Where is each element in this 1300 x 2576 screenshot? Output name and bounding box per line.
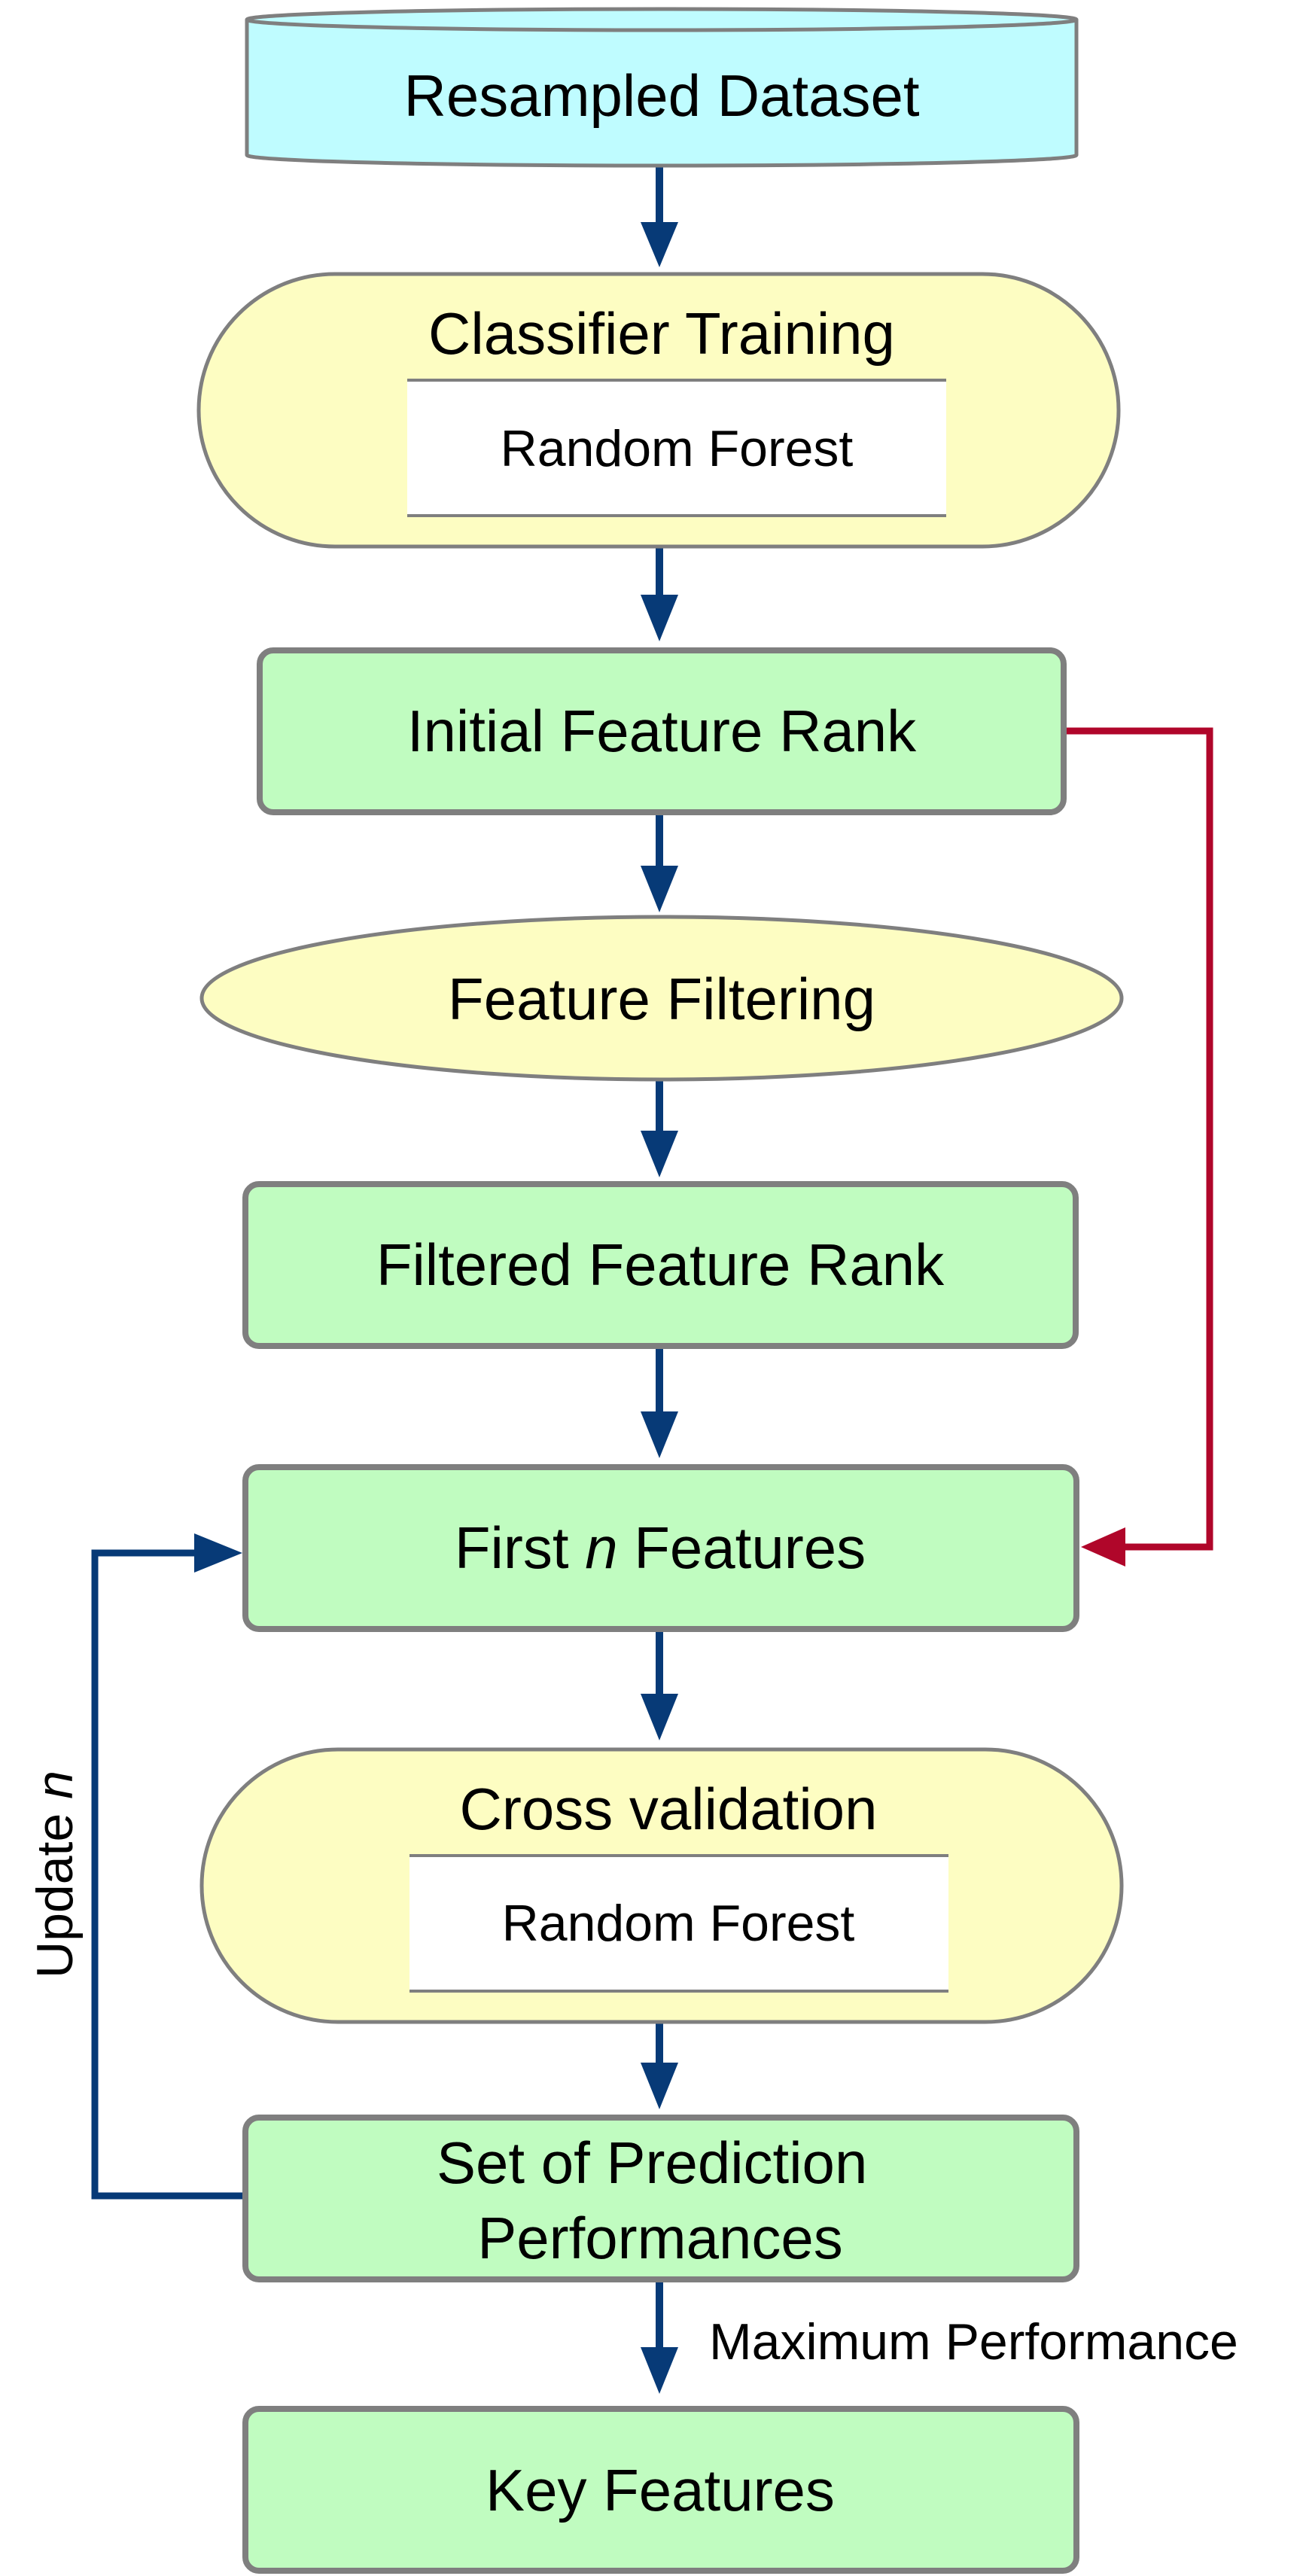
arrow-update-n-loop <box>91 1533 245 2200</box>
node-prediction-performances: Set of Prediction Performances <box>242 2115 1079 2282</box>
arrow-first-n-to-cross-validation <box>641 1630 678 1740</box>
arrow-performances-to-key-features <box>641 2281 678 2394</box>
edge-label-update-n: Update n <box>26 1771 84 1978</box>
arrow-filtered-rank-to-first-n <box>641 1347 678 1458</box>
node-cross-validation: Cross validation Random Forest <box>199 1747 1124 2024</box>
node-key-features: Key Features <box>242 2406 1079 2574</box>
node-first-n-features: First n Features <box>242 1464 1079 1632</box>
node-prediction-performances-label: Set of Prediction Performances <box>437 2130 884 2271</box>
arrow-training-to-initial-rank <box>641 546 678 641</box>
node-resampled-dataset: Resampled Dataset <box>245 7 1079 168</box>
variable-n: n <box>585 1515 617 1581</box>
arrow-dataset-to-training <box>641 164 678 267</box>
random-forest-panel-cv <box>409 1856 948 1991</box>
edge-label-maximum-performance: Maximum Performance <box>709 2313 1238 2370</box>
arrow-cv-to-performances <box>641 2021 678 2109</box>
node-filtered-feature-rank-label: Filtered Feature Rank <box>376 1232 945 1298</box>
node-classifier-training-label: Classifier Training <box>428 300 895 367</box>
node-resampled-dataset-label: Resampled Dataset <box>403 62 919 129</box>
node-feature-filtering: Feature Filtering <box>199 915 1124 1082</box>
flow-arrows <box>91 164 678 2394</box>
arrow-filtering-to-filtered-rank <box>641 1079 678 1177</box>
node-cross-validation-label: Cross validation <box>460 1776 878 1842</box>
node-initial-feature-rank-label: Initial Feature Rank <box>407 698 917 764</box>
node-feature-filtering-label: Feature Filtering <box>448 966 875 1032</box>
arrow-initial-rank-to-filtering <box>641 813 678 912</box>
random-forest-label-cv: Random Forest <box>502 1895 855 1952</box>
random-forest-panel-training <box>407 380 946 516</box>
node-first-n-features-label: First n Features <box>455 1515 866 1581</box>
node-filtered-feature-rank: Filtered Feature Rank <box>242 1181 1079 1349</box>
variable-n-loop: n <box>26 1771 84 1799</box>
node-initial-feature-rank: Initial Feature Rank <box>257 647 1067 815</box>
node-key-features-label: Key Features <box>486 2457 835 2523</box>
node-classifier-training: Classifier Training Random Forest <box>196 272 1121 549</box>
random-forest-label-training: Random Forest <box>501 420 854 477</box>
arrow-initial-rank-to-first-n-bypass <box>1064 727 1213 1567</box>
